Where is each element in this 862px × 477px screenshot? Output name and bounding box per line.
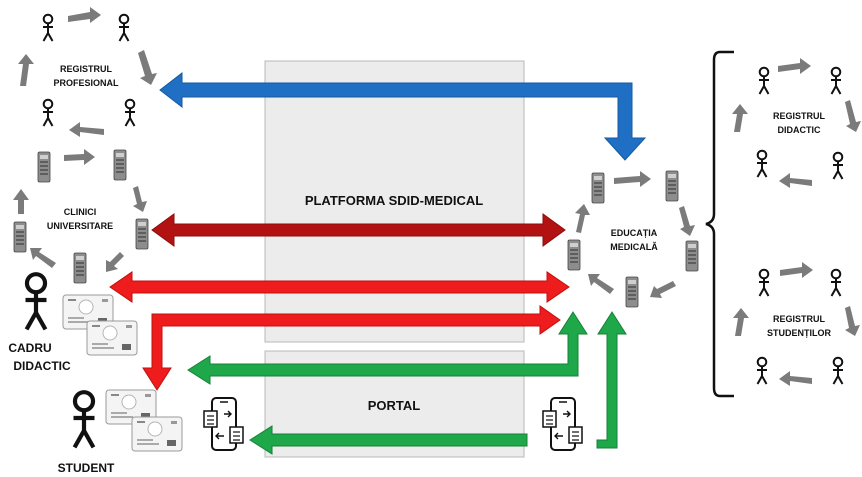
person-icon	[832, 151, 844, 180]
server-icon	[685, 240, 699, 272]
educatie-label-1: EDUCAȚIA	[611, 228, 658, 238]
green-arrow-to-student	[249, 425, 528, 455]
person-icon	[756, 149, 768, 178]
student-person-icon	[74, 392, 95, 447]
cycle-arrow-icon	[679, 206, 695, 236]
server-icon	[73, 252, 87, 284]
platform-panel	[264, 60, 525, 343]
clinici-label-2: UNIVERSITARE	[47, 221, 113, 231]
server-icon	[665, 170, 679, 202]
cycle-arrow-icon	[733, 308, 749, 336]
cadru-didactic-person-icon	[26, 274, 47, 329]
registru-didactic-label-2: DIDACTIC	[778, 125, 821, 135]
server-icon	[37, 151, 51, 183]
person-icon	[42, 98, 54, 127]
clinici-cycle	[13, 149, 147, 272]
server-icon	[591, 172, 605, 204]
cadru-didactic-label-2: DIDACTIC	[13, 359, 71, 373]
person-icon	[42, 13, 54, 42]
mobile-document-icon	[203, 397, 244, 451]
red-elbow-arrow	[142, 305, 561, 391]
red-bidirectional-arrow	[109, 271, 570, 303]
cycle-arrow-icon	[106, 252, 124, 272]
cycle-arrow-icon	[68, 7, 101, 23]
blue-bidirectional-arrow	[159, 71, 647, 161]
registru-didactic-label-1: REGISTRUL	[773, 111, 826, 121]
cycle-arrow-icon	[614, 171, 651, 187]
person-icon	[758, 66, 770, 95]
server-icon	[625, 276, 639, 308]
cycle-arrow-icon	[13, 189, 29, 214]
cycle-arrow-icon	[30, 248, 56, 268]
cycle-arrow-icon	[138, 50, 157, 85]
cycle-arrow-icon	[780, 262, 813, 278]
cycle-arrow-icon	[69, 122, 104, 137]
registru-didactic-cycle	[732, 58, 861, 188]
person-icon	[124, 98, 136, 127]
person-icon	[832, 356, 844, 385]
person-icon	[118, 13, 130, 42]
student-label: STUDENT	[58, 461, 115, 475]
cadru-didactic-label-1: CADRU	[8, 341, 51, 355]
cycle-arrow-icon	[575, 204, 590, 233]
cycle-arrow-icon	[845, 100, 861, 132]
clinici-label-1: CLINICI	[64, 207, 97, 217]
person-icon	[756, 356, 768, 385]
cycle-arrow-icon	[732, 104, 748, 132]
registru-profesional-label-2: PROFESIONAL	[53, 78, 119, 88]
cycle-arrow-icon	[650, 281, 676, 298]
cycle-arrow-icon	[779, 371, 812, 386]
mobile-document-icon	[542, 397, 583, 451]
dark-red-bidirectional-arrow	[151, 213, 566, 247]
server-icon	[567, 239, 581, 271]
registru-studenti-label-1: REGISTRUL	[773, 314, 826, 324]
id-card-icon	[86, 320, 138, 356]
educatie-cycle	[575, 171, 695, 298]
person-icon	[758, 268, 770, 297]
cycle-arrow-icon	[18, 54, 34, 86]
cycle-arrow-icon	[779, 173, 812, 188]
portal-title: PORTAL	[368, 398, 421, 413]
cycle-arrow-icon	[778, 58, 811, 74]
server-icon	[135, 218, 149, 250]
cycle-arrow-icon	[588, 274, 614, 294]
green-arrow-to-cadru	[187, 311, 588, 385]
green-arrow-from-portal-app	[596, 311, 627, 449]
server-icon	[113, 149, 127, 181]
cycle-arrow-icon	[64, 149, 95, 165]
educatie-label-2: MEDICALĂ	[610, 242, 658, 252]
bracket-icon	[705, 50, 734, 398]
id-card-icon	[131, 416, 183, 452]
person-icon	[830, 268, 842, 297]
person-icon	[830, 66, 842, 95]
registru-studenti-cycle	[733, 262, 860, 386]
registru-profesional-label-1: REGISTRUL	[60, 64, 113, 74]
cycle-arrow-icon	[845, 306, 860, 336]
server-icon	[13, 221, 27, 253]
platform-title: PLATFORMA SDID-MEDICAL	[305, 193, 483, 208]
registru-profesional-cycle	[18, 7, 157, 137]
cycle-arrow-icon	[133, 186, 147, 212]
registru-studenti-label-2: STUDENȚILOR	[767, 328, 831, 338]
